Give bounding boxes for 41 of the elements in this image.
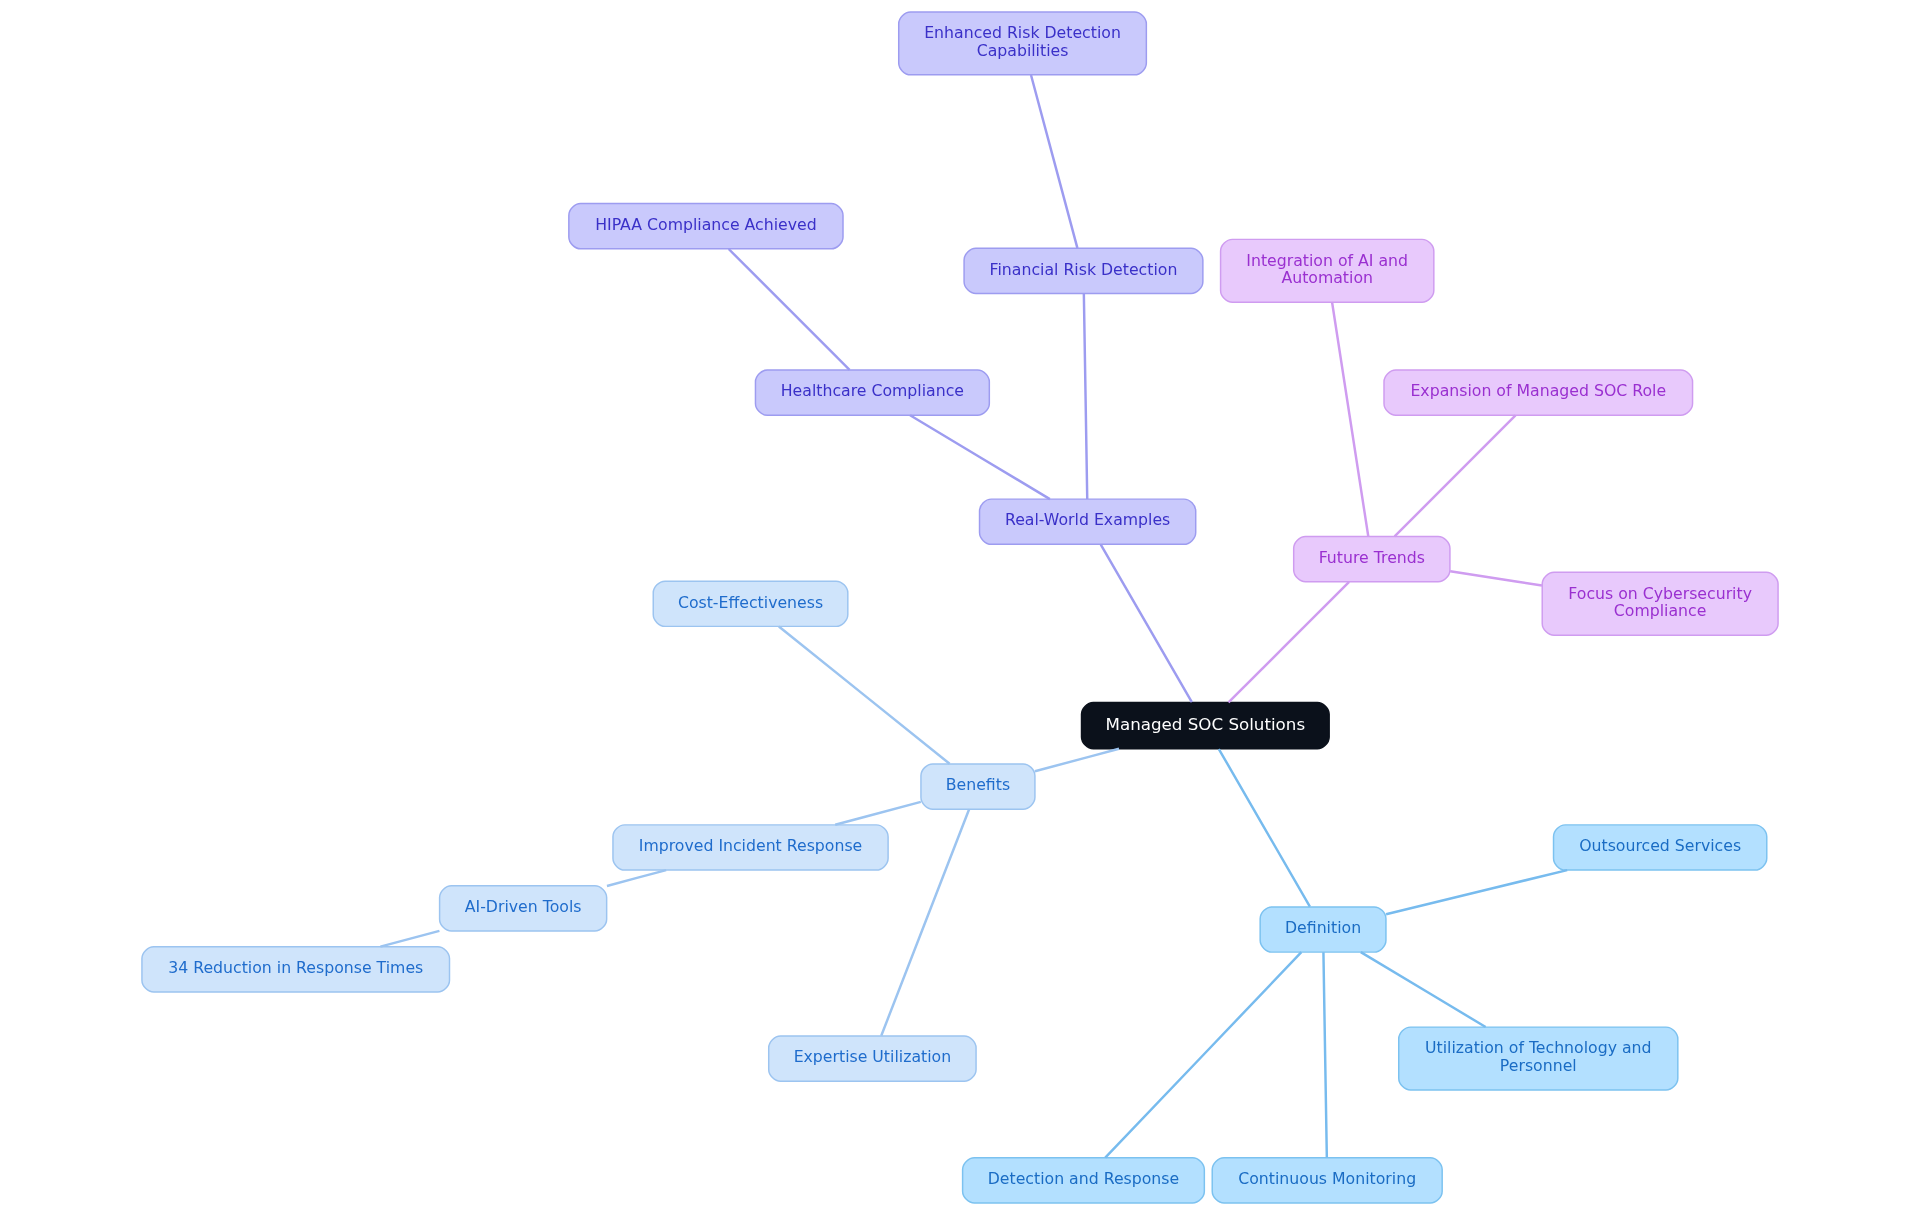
connector bbox=[778, 625, 951, 765]
node-box: Healthcare Compliance bbox=[754, 369, 991, 416]
node-box: Financial Risk Detection bbox=[963, 247, 1204, 295]
connector bbox=[1360, 951, 1487, 1029]
connector bbox=[909, 414, 1051, 501]
connector bbox=[1217, 748, 1311, 908]
node-box: Real-World Examples bbox=[978, 498, 1197, 546]
connector bbox=[1029, 74, 1079, 249]
connector bbox=[727, 248, 851, 371]
node-box: Expertise Utilization bbox=[768, 1035, 977, 1082]
connector bbox=[1034, 747, 1120, 773]
node-box: Outsourced Services bbox=[1552, 824, 1768, 871]
node-box: AI-Driven Tools bbox=[438, 885, 608, 932]
node-box: Focus on Cybersecurity Compliance bbox=[1541, 571, 1779, 636]
connector bbox=[606, 868, 667, 888]
connector bbox=[1393, 414, 1517, 538]
node-box: Managed SOC Solutions bbox=[1080, 701, 1330, 750]
connector bbox=[1450, 570, 1543, 587]
node-box: Improved Incident Response bbox=[612, 824, 889, 871]
connector bbox=[1082, 293, 1089, 500]
node-box: Continuous Monitoring bbox=[1211, 1157, 1443, 1204]
node-box: Enhanced Risk Detection Capabilities bbox=[898, 11, 1148, 76]
connector bbox=[380, 929, 440, 948]
node-box: Cost-Effectiveness bbox=[652, 580, 849, 628]
node-box: Utilization of Technology and Personnel bbox=[1398, 1026, 1679, 1091]
connector bbox=[1099, 543, 1193, 703]
connector bbox=[834, 800, 922, 826]
node-box: 34 Reduction in Response Times bbox=[141, 946, 451, 993]
node-box: Detection and Response bbox=[961, 1157, 1206, 1204]
connector bbox=[1385, 868, 1568, 916]
node-box: HIPAA Compliance Achieved bbox=[568, 202, 844, 250]
connector bbox=[1104, 951, 1303, 1159]
connector bbox=[880, 808, 971, 1037]
connector bbox=[1227, 580, 1350, 704]
node-box: Integration of AI and Automation bbox=[1219, 238, 1435, 303]
node-box: Definition bbox=[1259, 906, 1387, 953]
node-box: Expansion of Managed SOC Role bbox=[1383, 369, 1694, 416]
node-box: Future Trends bbox=[1292, 535, 1451, 583]
connector bbox=[1330, 302, 1370, 537]
node-box: Benefits bbox=[920, 763, 1036, 810]
connector bbox=[1322, 952, 1329, 1158]
